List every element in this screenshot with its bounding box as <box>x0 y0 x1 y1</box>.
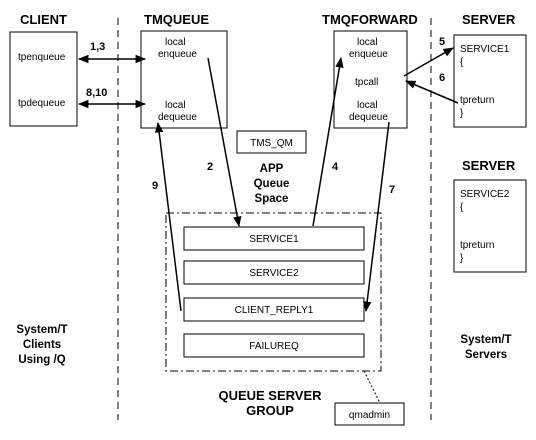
step-label-5: 5 <box>439 36 445 48</box>
queue-service2 <box>183 260 365 285</box>
tmqforward-tpcall: tpcall <box>355 77 378 88</box>
servers-caption-line2: Servers <box>465 349 507 361</box>
queue-space-line2: Queue <box>254 178 290 190</box>
queue-failureq <box>183 333 365 358</box>
tmqforward-dequeue-line1: local <box>357 100 378 111</box>
client-tpenqueue: tpenqueue <box>18 52 66 63</box>
header-tmqueue: TMQUEUE <box>144 12 209 27</box>
group-label-line1: QUEUE SERVER <box>218 388 322 403</box>
header-tmqforward: TMQFORWARD <box>322 12 418 27</box>
arrow-step-7 <box>362 121 390 313</box>
clients-caption-line1: System/T <box>16 324 67 336</box>
server1-open-brace: { <box>460 57 464 68</box>
server1-box <box>453 34 527 128</box>
clients-caption-line3: Using /Q <box>18 354 65 366</box>
queue-service1-label: SERVICE1 <box>249 234 299 245</box>
queue-failureq-label: FAILUREQ <box>249 341 299 352</box>
header-server-1: SERVER <box>462 12 516 27</box>
server2-service-name: SERVICE2 <box>460 189 510 200</box>
step-label-8-10: 8,10 <box>86 87 107 99</box>
queue-client-reply1-label: CLIENT_REPLY1 <box>235 305 314 316</box>
step-label-6: 6 <box>439 72 445 84</box>
queue-service2-label: SERVICE2 <box>249 268 299 279</box>
tmqueue-dequeue-line1: local <box>165 100 186 111</box>
step-label-1-3: 1,3 <box>90 41 105 53</box>
client-tpdequeue: tpdequeue <box>18 98 66 109</box>
tmqforward-dequeue-line2: dequeue <box>349 112 388 123</box>
group-label-line2: GROUP <box>246 403 294 418</box>
arrow-step-2 <box>207 57 242 228</box>
step-label-9: 9 <box>152 180 158 192</box>
step-label-2: 2 <box>207 161 213 173</box>
qmadmin-label: qmadmin <box>349 410 390 421</box>
header-server-2: SERVER <box>462 158 516 173</box>
queue-server-group-box <box>165 212 382 372</box>
arrow-step-4 <box>312 56 344 227</box>
arrow-step-9 <box>154 121 182 312</box>
server2-tpreturn: tpreturn <box>460 240 494 251</box>
arrow-step-6 <box>405 80 459 104</box>
tms-qm-box <box>236 130 307 154</box>
server1-tpreturn: tpreturn <box>460 95 494 106</box>
server2-box <box>453 179 527 273</box>
server1-close-brace: } <box>460 108 464 119</box>
server2-close-brace: } <box>460 253 464 264</box>
client-box <box>9 31 78 127</box>
arrow-step-5 <box>403 47 454 77</box>
tmqueue-enqueue-line2: enqueue <box>158 49 197 60</box>
tmqforward-enqueue-line2: enqueue <box>349 49 388 60</box>
tmqueue-dequeue-line2: dequeue <box>158 112 197 123</box>
step-label-4: 4 <box>332 161 339 173</box>
qmadmin-box <box>334 402 405 426</box>
tmqueue-enqueue-line1: local <box>165 37 186 48</box>
server1-service-name: SERVICE1 <box>460 44 510 55</box>
step-label-7: 7 <box>389 184 395 196</box>
servers-caption-line1: System/T <box>460 334 511 346</box>
header-client: CLIENT <box>20 12 67 27</box>
tms-qm-label: TMS_QM <box>250 138 293 149</box>
queue-service1 <box>183 226 365 251</box>
tmqforward-enqueue-line1: local <box>357 37 378 48</box>
queue-space-line3: Space <box>255 193 289 205</box>
tmqforward-box <box>333 30 408 129</box>
queue-space-line1: APP <box>260 163 284 175</box>
server2-open-brace: { <box>460 202 464 213</box>
qmadmin-connector <box>363 370 381 404</box>
clients-caption-line2: Clients <box>23 339 61 351</box>
